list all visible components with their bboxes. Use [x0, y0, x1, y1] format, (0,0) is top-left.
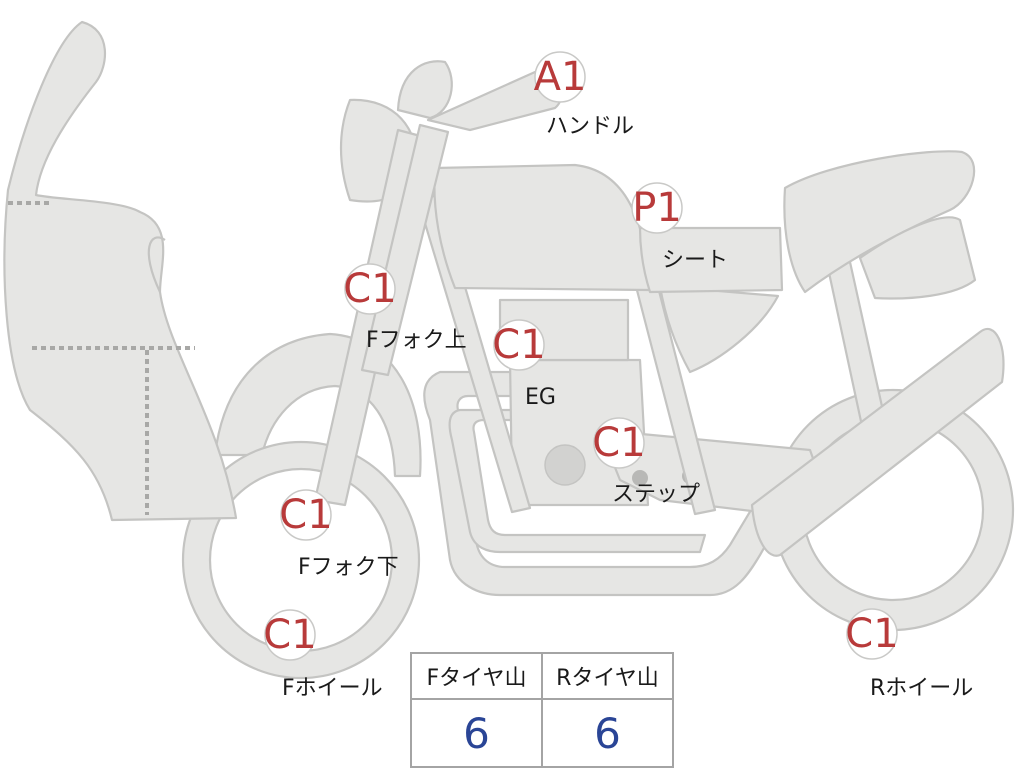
- grade-marker-fork-lower: C1: [279, 489, 333, 541]
- grade-marker-step: C1: [592, 417, 646, 469]
- grade-step: C1: [592, 420, 645, 466]
- grade-marker-engine: C1: [492, 319, 546, 371]
- grade-seat: P1: [632, 185, 682, 231]
- frame-lower-inner: [448, 408, 707, 554]
- tread-table-header-row: Fタイヤ山 Rタイヤ山: [410, 652, 674, 700]
- fuel-tank: [433, 163, 652, 292]
- label-handle: ハンドル: [546, 114, 635, 139]
- grade-front-wheel: C1: [263, 612, 316, 658]
- mirror: [396, 60, 453, 120]
- label-engine: EG: [525, 385, 556, 410]
- tail-piece: [858, 216, 977, 300]
- rear-tread-value: 6: [541, 698, 674, 768]
- rear-tread-header: Rタイヤ山: [541, 652, 674, 700]
- grade-marker-seat: P1: [631, 182, 683, 234]
- seat: [638, 226, 784, 294]
- label-fork-upper: Fフォク上: [366, 328, 467, 353]
- engine-cover: [544, 444, 586, 486]
- grade-marker-handle: A1: [534, 51, 587, 103]
- side-cover: [658, 284, 780, 374]
- label-step: ステップ: [612, 482, 701, 507]
- label-rear-wheel: Rホイール: [870, 676, 974, 701]
- tail-cowl: [783, 150, 976, 294]
- label-seat: シート: [662, 248, 729, 273]
- footpeg-left: [632, 470, 648, 486]
- rear-shock: [750, 327, 1005, 557]
- label-fork-lower: Fフォク下: [298, 555, 399, 580]
- front-wheel-rim: [181, 440, 421, 680]
- grade-rear-wheel: C1: [845, 611, 898, 657]
- front-tread-value: 6: [410, 698, 543, 768]
- grade-engine: C1: [492, 322, 545, 368]
- grade-handle: A1: [534, 54, 587, 100]
- tread-depth-table: Fタイヤ山 Rタイヤ山 6 6: [410, 652, 674, 768]
- grade-marker-fork-upper: C1: [343, 263, 397, 315]
- grade-marker-front-wheel: C1: [263, 609, 317, 661]
- front-fairing: [3, 20, 238, 522]
- front-tread-header: Fタイヤ山: [410, 652, 543, 700]
- grade-fork-lower: C1: [279, 492, 332, 538]
- fairing-edge: [147, 236, 166, 293]
- tread-table-value-row: 6 6: [410, 698, 674, 768]
- grade-marker-rear-wheel: C1: [845, 608, 899, 660]
- grade-fork-upper: C1: [343, 266, 396, 312]
- label-front-wheel: Fホイール: [282, 676, 383, 701]
- grade-markers: A1 P1 C1 C1 C1 C1 C1 C1: [263, 51, 899, 661]
